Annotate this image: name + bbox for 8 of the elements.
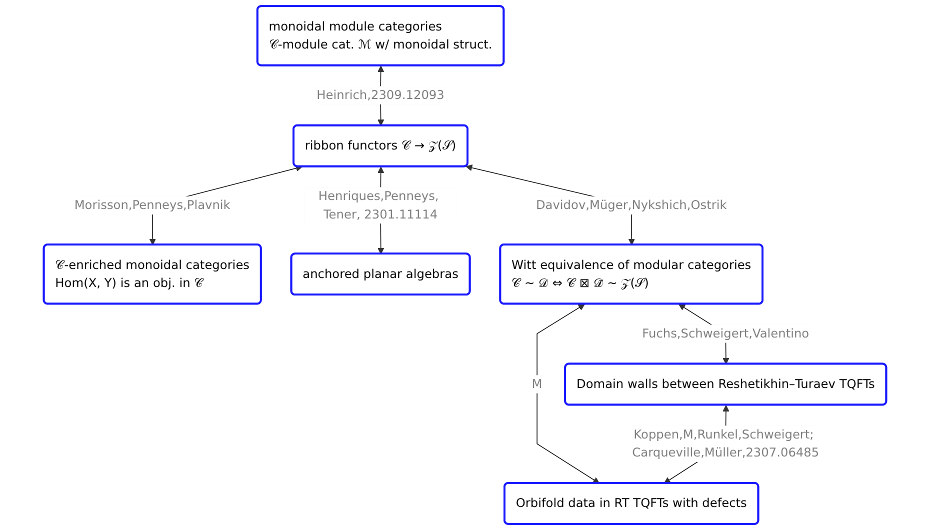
edge-label: M [532, 376, 542, 392]
edge-label: Heinrich,2309.12093 [316, 88, 444, 102]
edge-label: Davidov,Müger,Nykshich,Ostrik [536, 198, 727, 212]
edge-label: Fuchs,Schweigert,Valentino [642, 326, 810, 341]
arrow [536, 304, 600, 484]
edge-label: Henriques,Penneys, Tener, 2301.11114 [318, 188, 439, 222]
edge-label: Morisson,Penneys,Plavnik [74, 198, 230, 212]
edge-label: Koppen,M,Runkel,Schweigert; Carqueville,Müller,2307.06485 [632, 427, 820, 460]
